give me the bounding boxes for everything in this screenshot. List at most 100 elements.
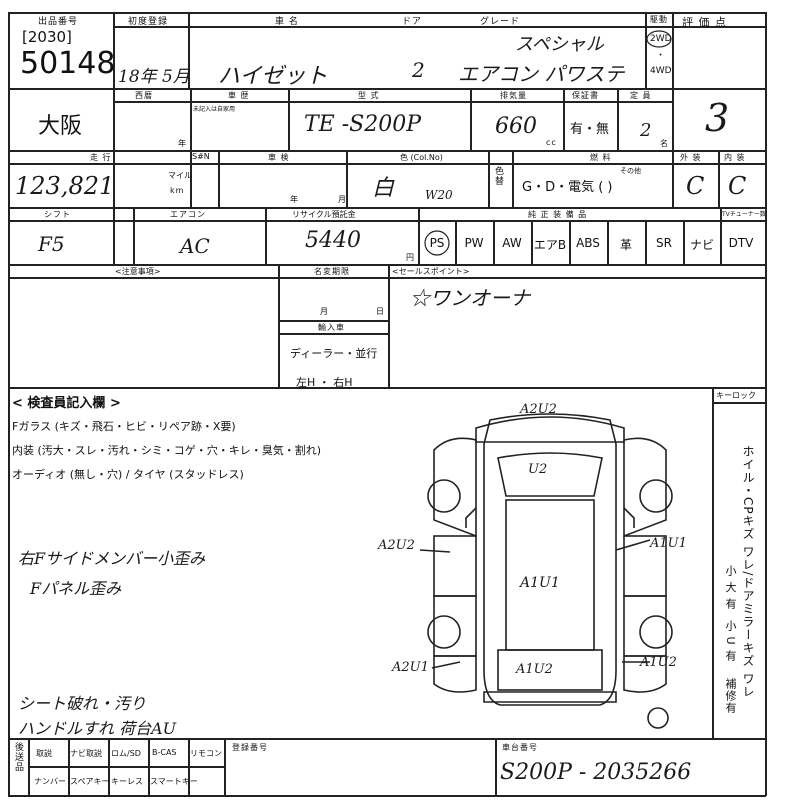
row4-bottom <box>8 264 766 266</box>
divider <box>712 387 714 738</box>
color-code: W20 <box>425 188 453 202</box>
capacity-unit: 名 <box>660 139 669 148</box>
row2-bottom <box>8 150 766 152</box>
ac-value: AC <box>180 234 210 258</box>
divider <box>720 207 722 264</box>
first-reg-label: 初度登録 <box>128 17 169 27</box>
capacity-label: 定 員 <box>630 91 652 100</box>
mark-right-front: A1U1 <box>650 536 687 551</box>
key-lock-label: キーロック <box>716 391 756 400</box>
model-value: ハイゼット <box>218 64 328 89</box>
equip-aw: AW <box>502 236 522 250</box>
warranty-value: 有・無 <box>570 122 610 137</box>
exterior-label: 外 装 <box>680 153 702 162</box>
model-label: 車 名 <box>275 17 299 27</box>
equip-ps: PS <box>429 236 445 250</box>
border-left <box>8 12 10 796</box>
tv-tuner-label: TVチューナー数 <box>722 211 766 218</box>
divider <box>645 220 647 264</box>
equip-airbag: エアB <box>533 238 567 252</box>
equip-ps-circle <box>424 230 450 256</box>
inspection-label: 車 検 <box>268 153 290 162</box>
vin-value: S200P - 2035266 <box>500 760 692 785</box>
equip-abs: ABS <box>576 236 600 250</box>
divider <box>617 88 619 150</box>
divider <box>8 163 766 165</box>
recycle-label: リサイクル預託金 <box>292 210 356 219</box>
color-change-label: 色替 <box>493 166 503 186</box>
displacement-label: 排気量 <box>500 91 527 100</box>
footer-rom-sd: ロム/SD <box>111 749 141 758</box>
score-value: 3 <box>705 96 730 140</box>
divider <box>531 220 533 264</box>
region-value: 大阪 <box>38 114 83 139</box>
footer-back-label: 後送品 <box>13 742 23 772</box>
grade-label: グレード <box>480 17 521 27</box>
row3-bottom <box>8 207 766 209</box>
divider <box>569 220 571 264</box>
door-value: 2 <box>412 58 425 82</box>
inspection-month: 月 <box>338 195 347 204</box>
deadline-month: 月 <box>320 307 329 316</box>
ac-label: エアコン <box>170 210 206 219</box>
divider <box>190 88 192 150</box>
mark-bed: A1U2 <box>516 662 553 677</box>
divider <box>188 12 190 88</box>
mark-bonnet: U2 <box>528 462 548 477</box>
unit-mile: マイル <box>168 171 192 180</box>
divider <box>563 88 565 150</box>
footer-navi-manual: ナビ取説 <box>70 749 102 758</box>
divider <box>418 207 420 264</box>
equip-navi: ナビ <box>689 238 714 252</box>
divider <box>495 738 497 795</box>
divider <box>28 766 225 768</box>
divider <box>493 220 495 264</box>
mark-left-front: A2U2 <box>378 538 415 553</box>
drive-4wd: 4WD <box>650 66 672 76</box>
reg-no-label: 登録番号 <box>232 743 268 752</box>
grade-line1: スペシャル <box>515 34 604 55</box>
divider <box>645 12 647 88</box>
fuel-value: G・D・電気 ( ) <box>522 180 613 195</box>
title-deadline-label: 名変期限 <box>314 267 350 276</box>
footer-manual: 取説 <box>36 749 52 758</box>
drive-label: 駆動 <box>650 15 668 24</box>
footer-bcas: B-CAS <box>152 748 177 757</box>
drive-2wd: 2WD <box>650 34 672 44</box>
mark-roof: A1U1 <box>520 575 560 591</box>
divider <box>683 220 685 264</box>
color-label: 色 (Col.No) <box>400 153 443 162</box>
divider <box>712 402 766 404</box>
divider <box>113 26 766 28</box>
divider <box>265 207 267 264</box>
recycle-value: 5440 <box>305 228 361 253</box>
exterior-value: C <box>686 172 705 200</box>
color-value: 白 <box>372 176 395 201</box>
border-right <box>765 12 767 796</box>
car-diagram <box>419 413 673 729</box>
divider <box>278 320 388 322</box>
border-top <box>8 12 766 14</box>
chassis-value: TE -S200P <box>304 112 422 137</box>
fuel-label: 燃 料 <box>590 153 612 162</box>
divider <box>488 150 490 207</box>
divider <box>455 220 457 264</box>
deadline-day: 日 <box>376 307 385 316</box>
first-reg-value: 18年 5月 <box>118 67 190 87</box>
lot-number: 50148 <box>20 46 116 81</box>
equipment-label: 純 正 装 備 品 <box>528 210 588 219</box>
import-label: 輸入車 <box>318 323 345 332</box>
recycle-unit: 円 <box>406 253 415 262</box>
mileage-label: 走 行 <box>90 153 112 162</box>
divider <box>512 150 514 207</box>
drive-sep: ・ <box>656 51 666 61</box>
audio-line: オーディオ (無し・穴) / タイヤ (スタッドレス) <box>12 468 244 481</box>
sales-point-label: <セールスポイント> <box>392 267 470 276</box>
caution-label: <注意事項> <box>115 267 161 276</box>
equip-pw: PW <box>464 236 484 250</box>
unit-km: km <box>170 186 185 195</box>
inspector-note1: 右Fサイドメンバー小歪み <box>18 549 206 568</box>
year-suffix: 年 <box>178 139 187 148</box>
divider <box>288 88 290 150</box>
vin-label: 車台番号 <box>502 743 538 752</box>
